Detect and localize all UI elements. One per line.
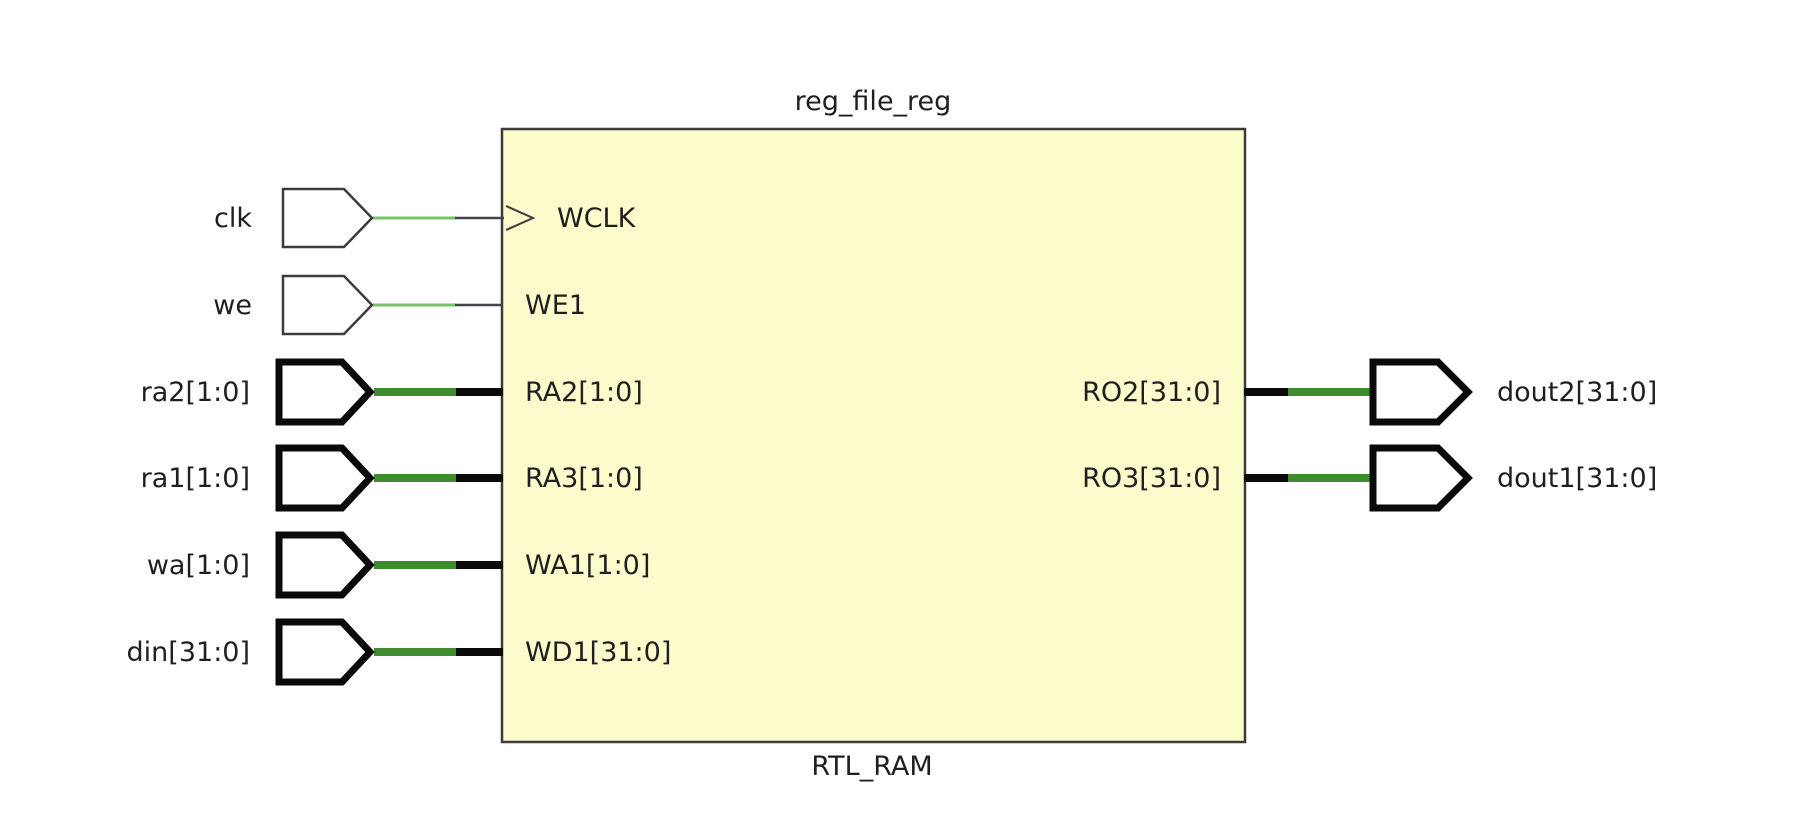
input-pin-we[interactable] (281, 274, 374, 336)
port-label-we1: WE1 (525, 290, 586, 321)
port-label-ra3: RA3[1:0] (525, 463, 643, 494)
port-label-wa1: WA1[1:0] (525, 550, 650, 581)
cell-type-label: RTL_RAM (811, 751, 932, 782)
input-row-clk: clk WCLK (214, 187, 637, 249)
input-pin-din[interactable] (275, 618, 375, 686)
input-pin-ra1[interactable] (275, 444, 375, 512)
output-pin-dout1[interactable] (1369, 444, 1473, 512)
output-row-dout2: RO2[31:0] dout2[31:0] (1082, 358, 1657, 426)
port-label-ro2: RO2[31:0] (1082, 377, 1221, 408)
input-row-din: din[31:0] WD1[31:0] (127, 618, 671, 686)
input-row-ra1: ra1[1:0] RA3[1:0] (141, 444, 643, 512)
cell-body-rect[interactable] (500, 127, 1247, 744)
port-label-ro3: RO3[31:0] (1082, 463, 1221, 494)
cell-instance-name: reg_file_reg (795, 86, 952, 117)
net-label-ra1: ra1[1:0] (141, 463, 250, 494)
cell-reg-file-reg[interactable]: reg_file_reg RTL_RAM (500, 86, 1247, 782)
port-label-wclk: WCLK (557, 203, 637, 234)
net-label-dout1: dout1[31:0] (1497, 463, 1657, 494)
net-label-we: we (213, 290, 252, 321)
net-label-dout2: dout2[31:0] (1497, 377, 1657, 408)
net-label-ra2: ra2[1:0] (141, 377, 250, 408)
net-label-wa: wa[1:0] (147, 550, 250, 581)
net-label-din: din[31:0] (127, 637, 250, 668)
output-row-dout1: RO3[31:0] dout1[31:0] (1082, 444, 1657, 512)
input-pin-ra2[interactable] (275, 358, 375, 426)
port-label-wd1: WD1[31:0] (525, 637, 671, 668)
input-row-ra2: ra2[1:0] RA2[1:0] (141, 358, 643, 426)
input-row-wa: wa[1:0] WA1[1:0] (147, 531, 650, 599)
input-pin-wa[interactable] (275, 531, 375, 599)
net-label-clk: clk (214, 203, 252, 234)
output-pin-dout2[interactable] (1369, 358, 1473, 426)
input-row-we: we WE1 (213, 274, 586, 336)
input-pin-clk[interactable] (281, 187, 374, 249)
clock-input-icon (505, 205, 536, 231)
port-label-ra2: RA2[1:0] (525, 377, 643, 408)
